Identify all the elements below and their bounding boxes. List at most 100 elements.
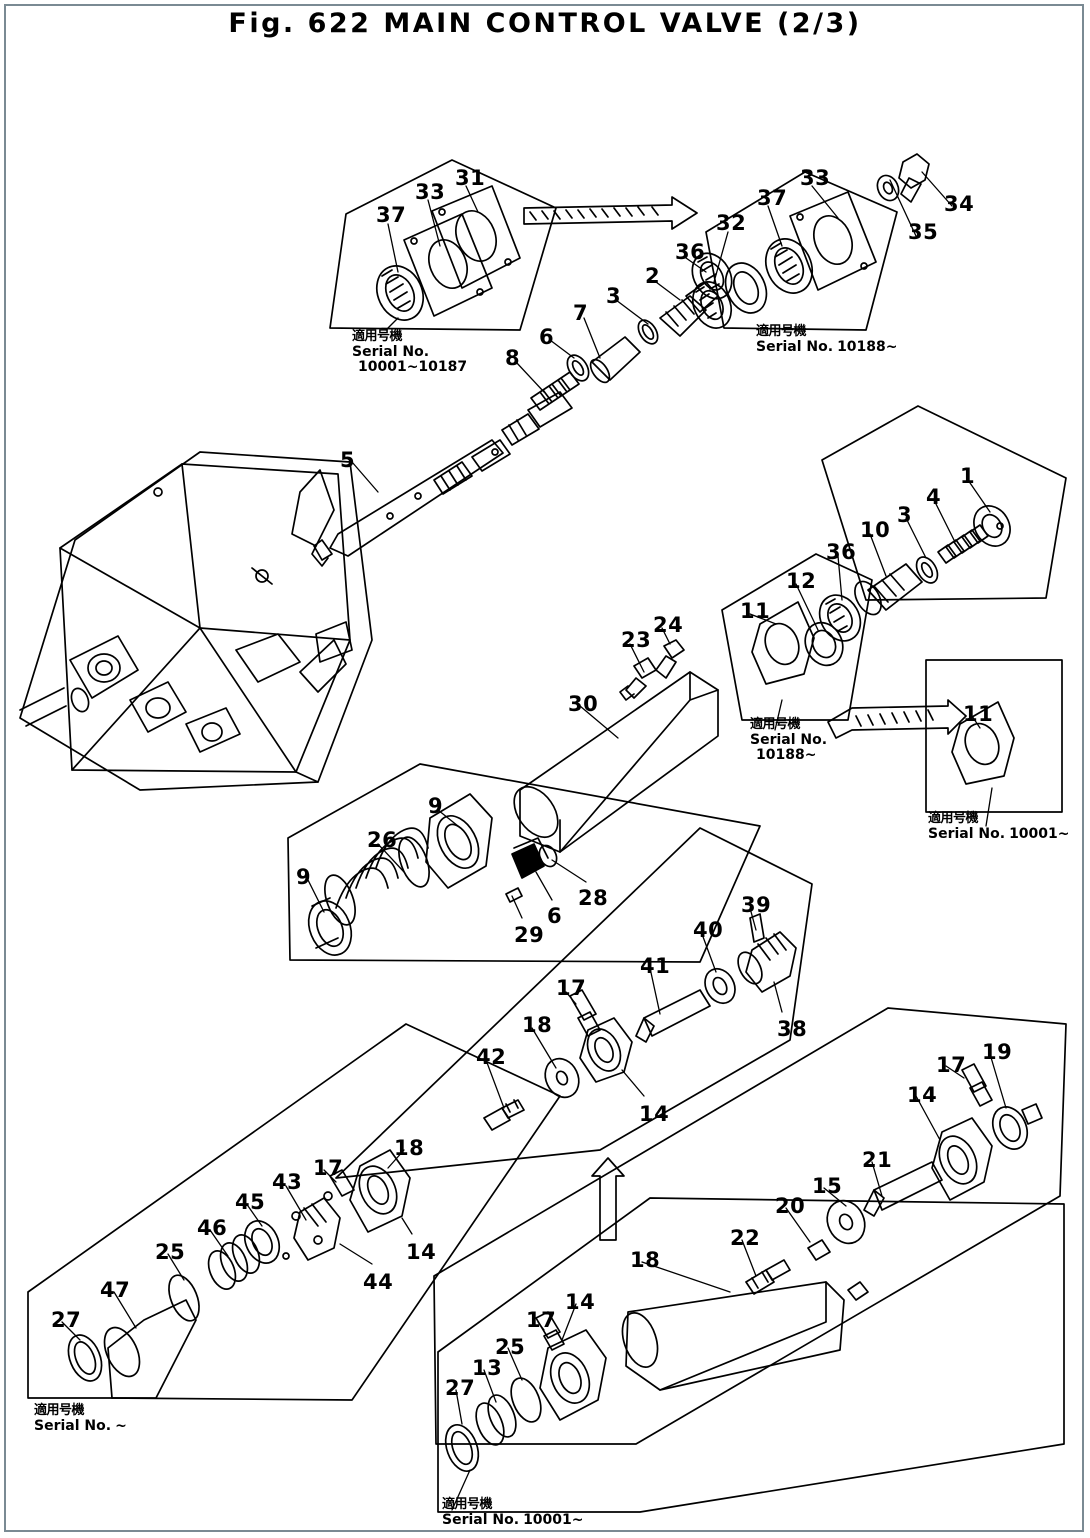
part-22b-nut xyxy=(847,1281,869,1301)
group-spring-panel xyxy=(287,763,761,963)
part-19-cap xyxy=(991,1103,1043,1150)
part-callout-32: 32 xyxy=(716,211,747,235)
group-upper-left-panel xyxy=(329,159,557,331)
part-30-sleeve xyxy=(513,671,719,853)
part-callout-42: 42 xyxy=(476,1045,507,1069)
part-37-seal xyxy=(375,265,425,321)
serial-mid-right-range: 10188~ xyxy=(756,747,817,764)
serial-mid-right-jp: 適用号機 xyxy=(750,717,801,732)
serial-upper-left-range: 10001~10187 xyxy=(358,359,468,376)
part-callout-18: 18 xyxy=(630,1248,661,1272)
part-2-nut xyxy=(659,281,719,337)
part-40-washer xyxy=(704,967,736,1005)
group-seal-far-panel xyxy=(925,659,1063,813)
part-9b-cap-left xyxy=(307,897,353,956)
part-callout-17: 17 xyxy=(556,976,587,1000)
part-callout-5: 5 xyxy=(340,448,356,472)
part-callout-25: 25 xyxy=(495,1335,526,1359)
part-35-washer xyxy=(876,174,900,202)
part-callout-46: 46 xyxy=(197,1216,228,1240)
serial-lower-left-range: ~ xyxy=(115,1417,127,1434)
part-callout-18: 18 xyxy=(394,1136,425,1160)
assembly-arrow-bottom xyxy=(591,1157,625,1241)
part-14b-piston xyxy=(349,1149,411,1233)
part-callout-33: 33 xyxy=(800,166,831,190)
part-callout-14: 14 xyxy=(639,1102,670,1126)
serial-far-right-range: 10001~ xyxy=(1009,825,1070,842)
part-callout-36: 36 xyxy=(675,240,706,264)
part-1-plug xyxy=(973,505,1011,547)
part-callout-7: 7 xyxy=(573,301,589,325)
part-callout-14: 14 xyxy=(406,1240,437,1264)
part-callout-3: 3 xyxy=(897,503,913,527)
serial-upper-left-label: Serial No. xyxy=(352,343,430,360)
group-seal-right-panel xyxy=(721,553,873,721)
part-13-ring-set xyxy=(475,1394,517,1446)
group-check-panel xyxy=(335,827,813,1179)
part-3-oring xyxy=(637,319,659,345)
part-callout-29: 29 xyxy=(514,923,545,947)
part-15-washer xyxy=(826,1199,866,1245)
part-36b-seal xyxy=(818,594,862,642)
serial-lower-left-jp: 適用号機 xyxy=(34,1403,85,1418)
part-37b-seal xyxy=(764,238,814,294)
part-18-washer-a xyxy=(544,1057,580,1099)
part-callout-4: 4 xyxy=(926,485,942,509)
part-callout-1: 1 xyxy=(960,464,976,488)
page-title: Fig. 622 MAIN CONTROL VALVE (2/3) xyxy=(228,8,862,39)
part-17b-pin xyxy=(329,1169,355,1197)
part-21-rod xyxy=(863,1161,943,1217)
part-callout-14: 14 xyxy=(565,1290,596,1314)
part-29-pin xyxy=(505,887,523,903)
part-callout-33: 33 xyxy=(415,180,446,204)
part-callout-11: 11 xyxy=(963,702,994,726)
part-callout-17: 17 xyxy=(526,1308,557,1332)
serial-bottom-jp: 適用号機 xyxy=(442,1497,493,1512)
part-25-oring xyxy=(168,1274,200,1322)
part-12-washer xyxy=(804,621,844,667)
serial-lower-left-label: Serial No. xyxy=(34,1417,112,1434)
serial-far-right-jp: 適用号機 xyxy=(928,811,979,826)
serial-upper-right-label: Serial No. xyxy=(756,338,834,355)
part-11-retainer xyxy=(751,601,815,685)
part-callout-35: 35 xyxy=(908,220,939,244)
part-14c-piston xyxy=(931,1117,993,1201)
part-32-gasket xyxy=(724,262,768,314)
part-5-spool xyxy=(311,391,573,567)
part-27b-oring xyxy=(444,1424,480,1472)
serial-upper-right-range: 10188~ xyxy=(837,338,898,355)
part-callout-40: 40 xyxy=(693,918,724,942)
part-20-nut xyxy=(807,1239,831,1261)
part-25b-ring xyxy=(510,1377,542,1423)
part-callout-8: 8 xyxy=(505,346,521,370)
part-callout-9: 9 xyxy=(296,865,312,889)
part-41-rod xyxy=(635,989,711,1043)
part-callout-30: 30 xyxy=(568,692,599,716)
part-callout-37: 37 xyxy=(757,186,788,210)
part-31-gasket xyxy=(431,185,521,289)
part-10-body xyxy=(854,563,923,616)
part-callout-26: 26 xyxy=(367,828,398,852)
part-callout-34: 34 xyxy=(944,192,975,216)
part-callout-38: 38 xyxy=(777,1017,808,1041)
group-upper-right-panel xyxy=(705,171,898,331)
part-6b-oring xyxy=(538,844,558,868)
part-callout-2: 2 xyxy=(645,264,661,288)
serial-bottom-label: Serial No. xyxy=(442,1511,520,1528)
part-27-oring xyxy=(67,1334,103,1382)
part-28-poppet xyxy=(511,837,549,879)
assembly-arrow-top xyxy=(523,196,698,230)
part-callout-12: 12 xyxy=(786,569,817,593)
part-9-cap-right xyxy=(425,793,493,889)
serial-upper-left-jp: 適用号機 xyxy=(352,329,403,344)
serial-upper-right-jp: 適用号機 xyxy=(756,324,807,339)
part-callout-27: 27 xyxy=(445,1376,476,1400)
part-callout-37: 37 xyxy=(376,203,407,227)
part-11b-retainer xyxy=(951,701,1015,785)
group-relief-panel xyxy=(821,405,1067,601)
